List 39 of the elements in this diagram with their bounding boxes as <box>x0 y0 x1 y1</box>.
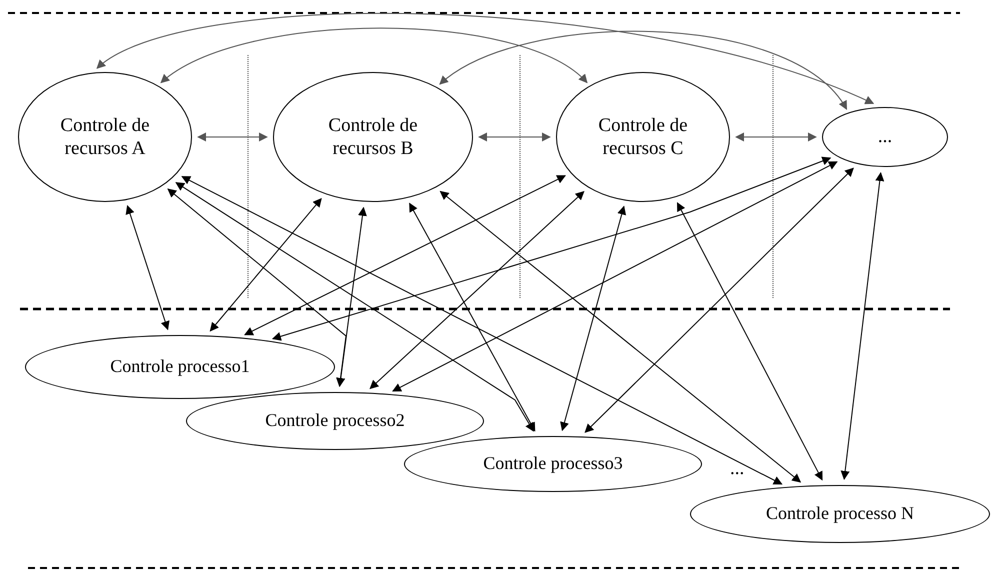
double-arrow <box>210 198 322 332</box>
double-arrow <box>840 172 884 480</box>
ellipse-node <box>404 436 702 492</box>
double-arrow <box>336 206 367 387</box>
double-arrow <box>370 190 584 390</box>
node-label: Controle de recursos C <box>597 114 689 160</box>
node-label: Controle processo1 <box>110 356 250 378</box>
node-label: Controle de recursos A <box>59 114 151 160</box>
double-arrow <box>126 205 170 330</box>
double-arrow <box>167 188 347 387</box>
double-arrow <box>392 161 838 392</box>
double-arrow <box>272 156 832 341</box>
double-arrow <box>160 28 588 84</box>
double-arrow <box>244 175 566 336</box>
ellipse-node <box>18 72 192 202</box>
double-arrow <box>439 31 848 110</box>
double-arrow <box>197 132 268 142</box>
ellipsis-label: ... <box>730 458 744 480</box>
double-arrow <box>409 202 536 432</box>
double-arrow <box>584 168 854 433</box>
node-label: Controle processo2 <box>265 410 405 432</box>
ellipse-node <box>556 72 730 202</box>
ellipse-node <box>186 392 484 450</box>
node-label: Controle de recursos B <box>327 114 419 160</box>
double-arrow <box>478 132 551 142</box>
double-arrow <box>560 206 626 432</box>
node-label: ... <box>878 125 892 149</box>
ellipse-node <box>273 72 473 202</box>
double-arrow <box>676 202 823 481</box>
node-label: Controle processo N <box>766 503 914 525</box>
ellipse-node <box>690 485 990 543</box>
ellipse-node <box>25 335 335 399</box>
double-arrow <box>735 132 817 142</box>
double-arrow <box>181 176 783 485</box>
node-label: Controle processo3 <box>483 453 623 475</box>
double-arrow <box>175 182 534 432</box>
double-arrow <box>440 190 802 483</box>
ellipse-node <box>822 107 948 167</box>
double-arrow <box>96 13 874 105</box>
